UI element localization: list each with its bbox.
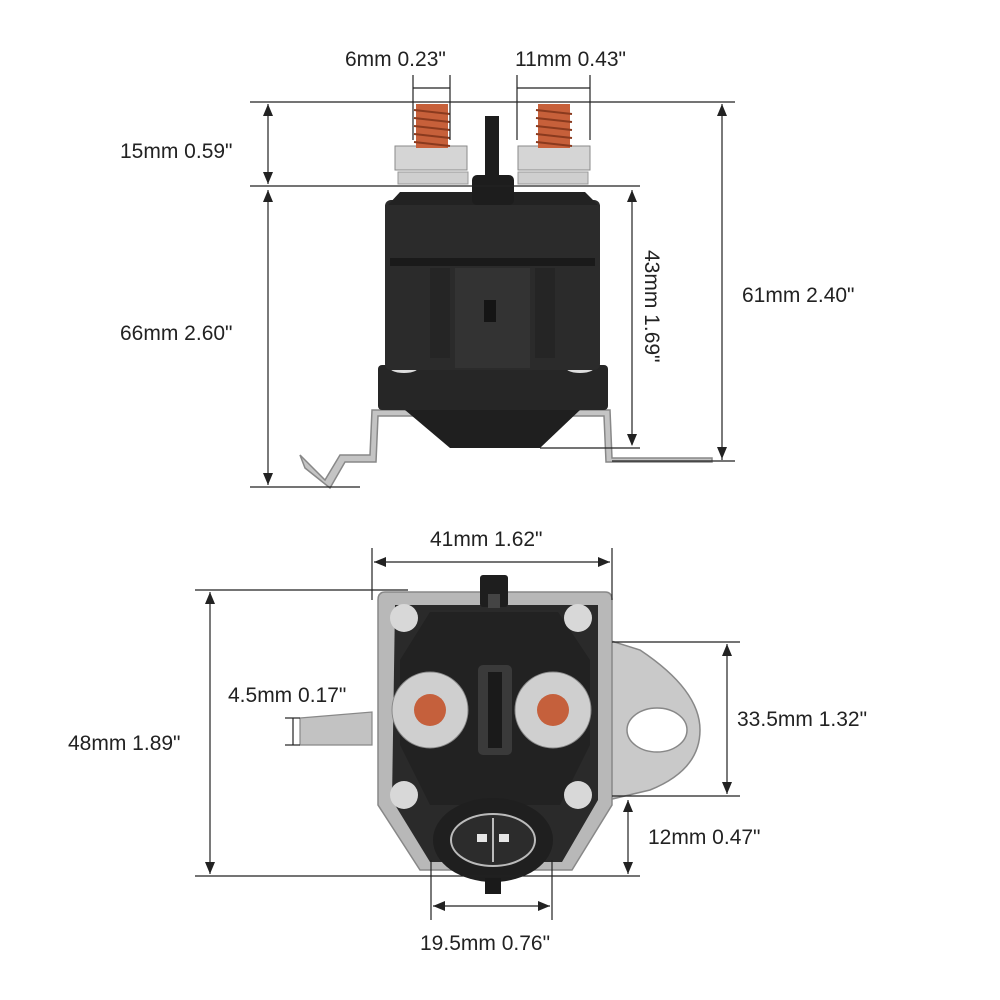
side-left-washer — [397, 171, 469, 185]
side-mounting-bracket — [299, 409, 713, 490]
dim-connector-height: 12mm 0.47" — [648, 826, 761, 849]
side-left-nut — [394, 145, 468, 171]
top-view: 41mm 1.62" 48mm 1.89" 4.5mm 0.17" 33.5mm… — [68, 528, 867, 955]
side-body-rib-right — [535, 268, 555, 358]
top-dimension-arrows — [205, 557, 732, 911]
side-center-pin — [485, 116, 499, 178]
side-body-rib-left — [430, 268, 450, 358]
dim-total-height: 66mm 2.60" — [120, 322, 233, 345]
top-left-tab — [299, 711, 373, 746]
top-hole-bottom-left — [390, 781, 418, 809]
top-center-slot — [488, 672, 502, 748]
side-right-nut — [517, 145, 591, 171]
dim-nut-width: 11mm 0.43" — [515, 48, 626, 71]
side-body-base — [405, 410, 580, 448]
dim-bracket-height: 33.5mm 1.32" — [737, 708, 867, 731]
dim-tab-width: 4.5mm 0.17" — [228, 684, 346, 707]
top-connector-tab — [480, 575, 508, 607]
top-left-copper-stud — [414, 694, 446, 726]
top-hole-top-right — [564, 604, 592, 632]
top-mounting-ear-hole — [626, 707, 688, 753]
side-view: 6mm 0.23" 11mm 0.43" 15mm 0.59" 66mm 2.6… — [120, 48, 855, 490]
side-left-copper-stud — [413, 104, 451, 148]
side-center-tab — [472, 175, 514, 205]
top-plug-pin-left — [477, 834, 487, 842]
top-right-copper-stud — [537, 694, 569, 726]
top-connector-pin — [488, 594, 500, 608]
side-body-flange — [378, 365, 608, 410]
top-plug-pin-right — [499, 834, 509, 842]
dim-stud-height: 15mm 0.59" — [120, 140, 233, 163]
dim-height-to-bracket: 61mm 2.40" — [742, 284, 855, 307]
dim-body-height: 43mm 1.69" — [640, 250, 663, 363]
top-hole-bottom-right — [564, 781, 592, 809]
top-hole-top-left — [390, 604, 418, 632]
dim-stud-diameter: 6mm 0.23" — [345, 48, 446, 71]
side-right-washer — [517, 171, 589, 185]
top-dimension-lines — [195, 548, 740, 920]
side-body-notch — [484, 300, 496, 322]
dim-connector-width: 19.5mm 0.76" — [420, 932, 550, 955]
top-plug-latch — [485, 878, 501, 894]
side-dimension-arrows — [263, 104, 727, 485]
side-right-copper-stud — [535, 104, 573, 148]
side-dimension-lines — [250, 75, 735, 488]
dim-body-width: 41mm 1.62" — [430, 528, 543, 551]
side-body-band — [390, 258, 595, 266]
dim-body-height-top: 48mm 1.89" — [68, 732, 181, 755]
